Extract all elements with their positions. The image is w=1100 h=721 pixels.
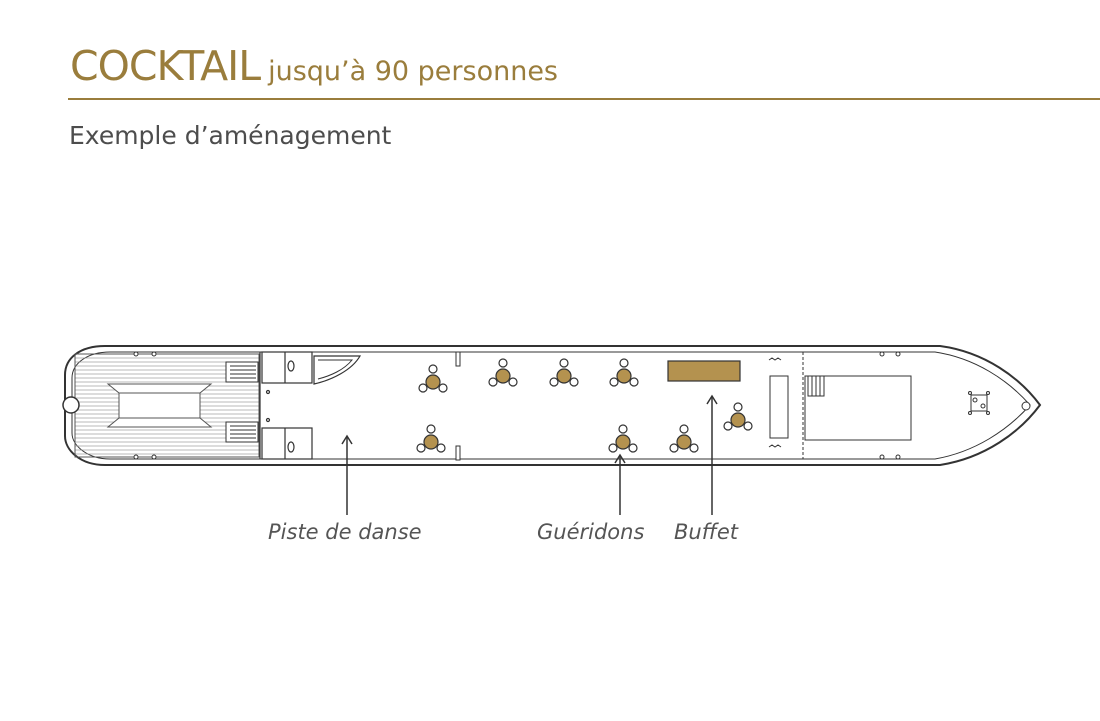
pillar-bottom [455,445,461,461]
buffet-table [667,360,741,382]
aft-bollard [62,396,80,414]
restrooms [259,351,313,460]
title-sub: jusqu’à 90 personnes [268,56,558,87]
label-tables: Guéridons [537,520,645,544]
bow-equipment [968,391,990,415]
title-main: COCKTAIL [70,42,261,90]
wavy-partition-bottom [768,444,782,448]
label-buffet: Buffet [674,520,739,544]
hull-inner-outline [71,351,1031,460]
aft-stairs [225,361,259,443]
wavy-partition-top [768,357,782,361]
pillar-top [455,351,461,367]
title-divider [68,98,1100,100]
subtitle: Exemple d’aménagement [69,121,392,150]
annotation-arrows [341,394,718,515]
label-dance-floor: Piste de danse [268,520,422,544]
forward-counter [769,375,789,439]
